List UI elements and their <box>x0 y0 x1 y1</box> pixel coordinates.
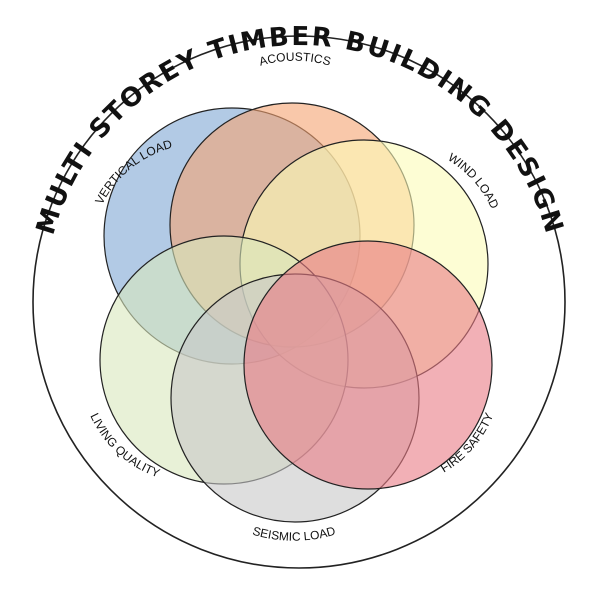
seismic-load-label-path: SEISMIC LOAD <box>251 524 337 544</box>
venn-circles <box>99 102 493 523</box>
acoustics-label-path: ACOUSTICS <box>258 50 333 69</box>
fire-safety-circle <box>243 240 493 490</box>
acoustics-label: ACOUSTICS <box>258 50 333 69</box>
seismic-load-label: SEISMIC LOAD <box>251 524 337 544</box>
